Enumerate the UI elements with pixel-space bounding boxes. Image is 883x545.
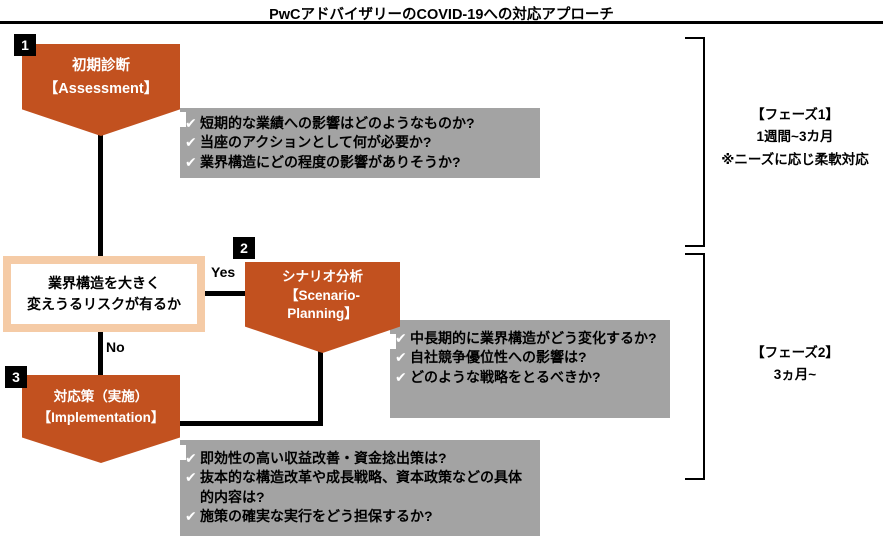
checklist-item: ✔ 抜本的な構造改革や成長戦略、資本政策などの具体的内容は? [185, 468, 532, 507]
checklist-item: ✔ 短期的な業績への影響はどのようなものか? [185, 114, 532, 133]
checklist-item: ✔ 当座のアクションとして何が必要か? [185, 133, 532, 152]
node-assessment-line2: 【Assessment】 [43, 81, 159, 97]
node-implementation-line2: 【Implementation】 [37, 410, 165, 425]
notch [180, 445, 186, 460]
phase2-bracket [685, 253, 705, 480]
phase1-note: ※ニーズに応じ柔軟対応 [721, 151, 869, 167]
connector-scenario-to-implementation [180, 421, 323, 426]
label-yes: Yes [211, 264, 236, 280]
phase2-title: 【フェーズ2】 [751, 345, 839, 360]
checklist-item: ✔ どのような戦略をとるべきか? [395, 368, 662, 387]
phase1-title: 【フェーズ1】 [751, 107, 839, 122]
notch [390, 334, 396, 349]
checklist-item-text: どのような戦略をとるべきか? [410, 368, 601, 385]
checklist-assessment: ✔ 短期的な業績への影響はどのようなものか? ✔ 当座のアクションとして何が必要… [180, 108, 540, 178]
node-decision-line1: 業界構造を大きく [48, 275, 160, 291]
page-title: PwCアドバイザリーのCOVID-19への対応アプローチ [269, 7, 614, 23]
check-icon: ✔ [395, 330, 407, 346]
notch [180, 112, 186, 127]
node-decision: 業界構造を大きく 変えうるリスクが有るか [3, 256, 205, 332]
node-assessment-line1: 初期診断 [72, 57, 130, 74]
checklist-item: ✔ 即効性の高い収益改善・資金捻出策は? [185, 449, 532, 468]
checklist-item-text: 即効性の高い収益改善・資金捻出策は? [200, 450, 447, 466]
checklist-item-text: 自社競争優位性への影響は? [410, 349, 587, 366]
step-number-1: 1 [14, 34, 36, 56]
checklist-item-text: 抜本的な構造改革や成長戦略、資本政策などの具体的内容は? [200, 469, 522, 505]
check-icon: ✔ [185, 134, 197, 151]
checklist-implementation: ✔ 即効性の高い収益改善・資金捻出策は? ✔ 抜本的な構造改革や成長戦略、資本政… [180, 440, 540, 536]
node-scenario-planning: シナリオ分析 【Scenario- Planning】 [245, 262, 400, 353]
phase1-duration: 1週間~3カ月 [756, 129, 834, 145]
connector-assessment-to-decision [98, 134, 103, 257]
step-number-2: 2 [233, 237, 255, 259]
checklist-scenario: ✔ 中長期的に業界構造がどう変化するか? ✔ 自社競争優位性への影響は? ✔ ど… [390, 320, 670, 418]
checklist-item: ✔ 業界構造にどの程度の影響がありそうか? [185, 153, 532, 172]
checklist-item: ✔ 自社競争優位性への影響は? [395, 348, 662, 367]
connector-decision-to-implementation [98, 331, 103, 376]
node-scenario-line2: 【Scenario- [284, 287, 361, 303]
checklist-item-text: 施策の確実な実行をどう担保するか? [200, 507, 433, 524]
check-icon: ✔ [185, 115, 197, 131]
node-scenario-line3: Planning】 [287, 306, 358, 322]
phase1-label: 【フェーズ1】 1週間~3カ月 ※ニーズに応じ柔軟対応 [707, 104, 883, 171]
phase2-label: 【フェーズ2】 3ヵ月~ [707, 342, 883, 387]
check-icon: ✔ [395, 349, 407, 366]
checklist-item: ✔ 施策の確実な実行をどう担保するか? [185, 507, 532, 526]
check-icon: ✔ [395, 368, 407, 385]
connector-scenario-down [318, 350, 323, 426]
label-no: No [106, 339, 125, 355]
title-underline [0, 21, 883, 24]
phase1-bracket [685, 37, 705, 247]
check-icon: ✔ [185, 450, 197, 466]
node-implementation-line1: 対応策（実施） [53, 389, 149, 405]
checklist-item-text: 業界構造にどの程度の影響がありそうか? [200, 153, 461, 170]
node-assessment: 初期診断 【Assessment】 [22, 44, 180, 136]
connector-decision-to-scenario [205, 291, 245, 296]
checklist-item-text: 短期的な業績への影響はどのようなものか? [200, 115, 475, 131]
node-implementation: 対応策（実施） 【Implementation】 [22, 375, 180, 463]
checklist-item: ✔ 中長期的に業界構造がどう変化するか? [395, 329, 662, 348]
phase2-duration: 3ヵ月~ [773, 367, 817, 383]
checklist-item-text: 中長期的に業界構造がどう変化するか? [410, 330, 657, 346]
check-icon: ✔ [185, 469, 197, 486]
step-number-3: 3 [5, 366, 27, 388]
check-icon: ✔ [185, 153, 197, 170]
check-icon: ✔ [185, 507, 197, 524]
node-scenario-line1: シナリオ分析 [282, 268, 363, 284]
node-decision-line2: 変えうるリスクが有るか [27, 296, 181, 312]
checklist-item-text: 当座のアクションとして何が必要か? [200, 134, 432, 151]
